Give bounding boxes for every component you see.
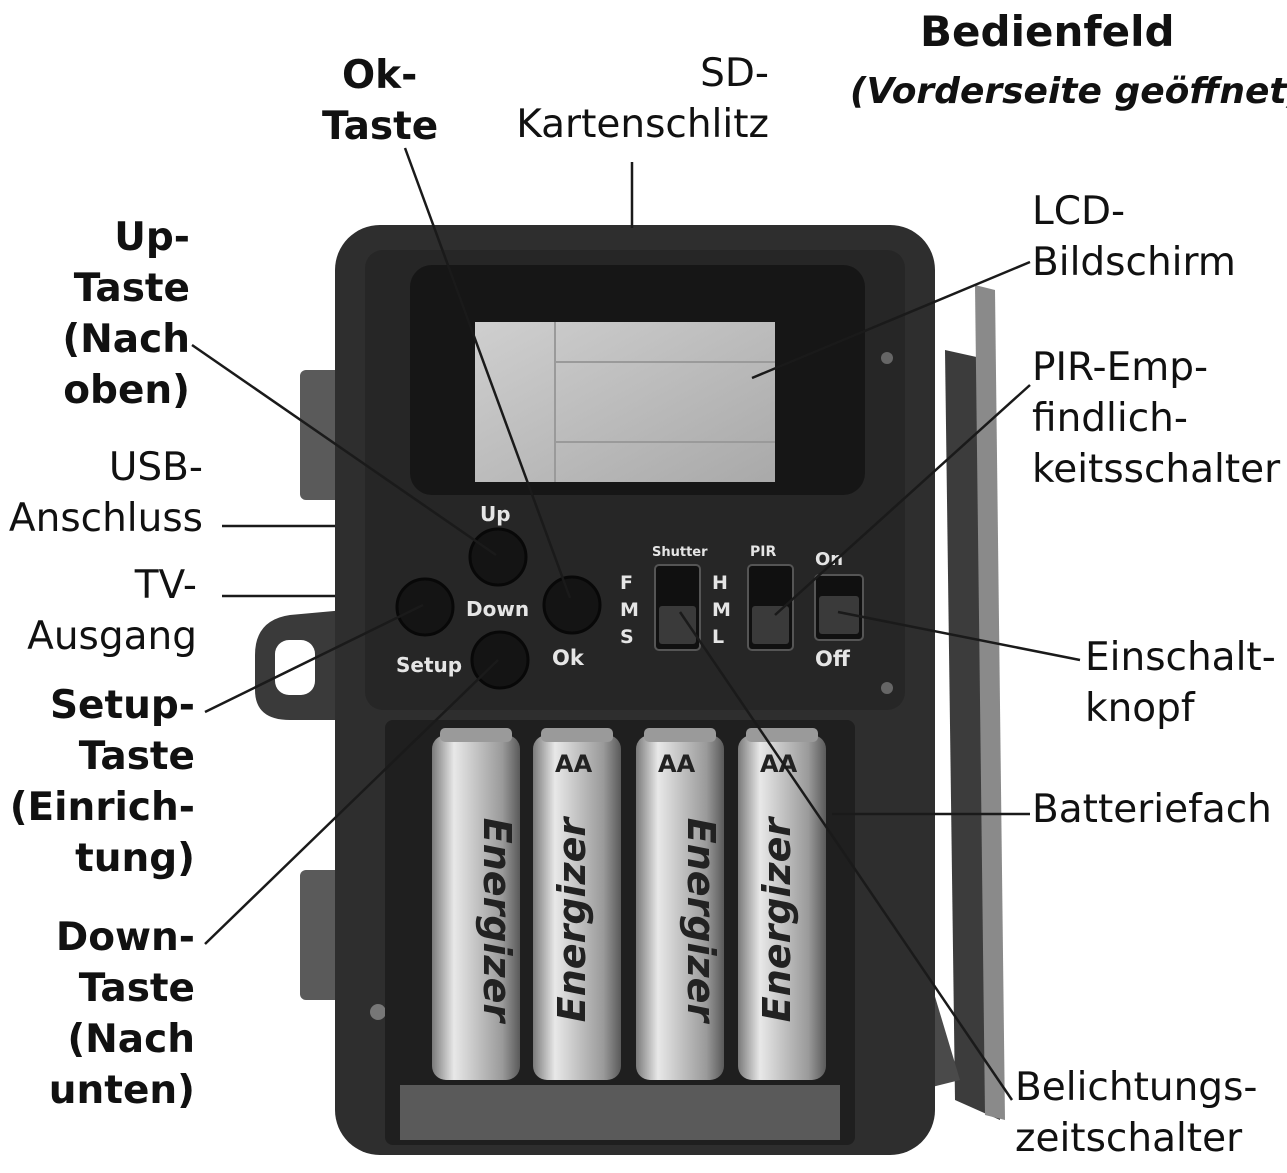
screw <box>881 682 893 694</box>
switch-label-on: On <box>815 549 843 570</box>
batteries-group: Energizer AA Energizer AA Energizer AA Energiz… <box>432 728 826 1080</box>
label-tv-out: TV- Ausgang <box>27 563 197 659</box>
screw <box>881 352 893 364</box>
hml-m: M <box>712 599 731 621</box>
battery-brand-label: Energizer <box>755 816 799 1023</box>
switch-label-off: Off <box>815 647 851 671</box>
power-switch-knob[interactable] <box>819 596 859 634</box>
door-edge <box>975 285 1005 1120</box>
label-shutter-switch: Belichtungs- zeitschalter <box>1015 1065 1258 1161</box>
fms-m: M <box>620 599 639 621</box>
leader-up <box>191 343 497 557</box>
hml-h: H <box>712 572 728 594</box>
battery-terminal <box>541 728 613 742</box>
fms-f: F <box>620 572 633 594</box>
lcd-screen <box>475 322 775 482</box>
battery-cell <box>432 735 520 1080</box>
leader-setup <box>204 603 424 714</box>
ok-button[interactable] <box>542 575 602 635</box>
label-up-button: Up- Taste (Nach oben) <box>62 215 190 413</box>
left-lower-tab <box>300 870 345 1000</box>
label-lcd-screen: LCD- Bildschirm <box>1032 189 1236 285</box>
label-setup-button: Setup- Taste (Einrich- tung) <box>9 683 195 881</box>
switch-label-shutter: Shutter <box>652 545 708 560</box>
battery-terminal <box>746 728 818 742</box>
screw <box>370 1004 386 1020</box>
label-pir-switch: PIR-Emp- findlich- keitsschalter <box>1032 345 1281 492</box>
battery-cell <box>738 735 826 1080</box>
down-button[interactable] <box>470 630 530 690</box>
diagram-title: Bedienfeld <box>920 7 1175 56</box>
setup-button[interactable] <box>395 577 455 637</box>
hml-l: L <box>712 626 724 648</box>
label-power-switch: Einschalt- knopf <box>1085 635 1276 731</box>
battery-size-label: AA <box>658 750 696 778</box>
button-label-setup: Setup <box>396 653 462 677</box>
leader-lines <box>191 147 1081 1101</box>
diagram-subtitle: (Vorderseite geöffnet) <box>850 71 1287 112</box>
label-usb-port: USB- Anschluss <box>8 445 203 541</box>
battery-cell <box>636 735 724 1080</box>
leader-pir <box>774 384 1031 616</box>
leader-power <box>837 610 1081 662</box>
button-label-ok: Ok <box>552 646 585 670</box>
battery-brand-label: Energizer <box>679 818 723 1025</box>
switch-label-pir: PIR <box>750 544 776 560</box>
battery-compartment-floor <box>400 1085 840 1140</box>
up-button[interactable] <box>468 527 528 587</box>
shutter-switch-knob[interactable] <box>659 606 696 644</box>
leader-ok <box>403 147 572 599</box>
leader-down <box>204 659 499 945</box>
battery-brand-label: Energizer <box>475 818 519 1025</box>
label-sd-slot: SD- Kartenschlitz <box>516 51 769 147</box>
leader-lcd <box>751 260 1031 380</box>
fms-s: S <box>620 626 634 648</box>
battery-size-label: AA <box>760 750 798 778</box>
leader-shutter <box>678 611 1014 1101</box>
pir-switch-knob[interactable] <box>752 606 789 644</box>
label-down-button: Down- Taste (Nach unten) <box>48 915 195 1113</box>
battery-size-label: AA <box>555 750 593 778</box>
label-battery-compartment: Batteriefach <box>1032 787 1272 832</box>
button-label-up: Up <box>480 502 511 526</box>
battery-terminal <box>440 728 512 742</box>
button-label-down: Down <box>466 597 529 621</box>
battery-terminal <box>644 728 716 742</box>
battery-cell <box>533 735 621 1080</box>
battery-brand-label: Energizer <box>550 816 594 1023</box>
label-ok-button: Ok- Taste <box>322 53 439 149</box>
